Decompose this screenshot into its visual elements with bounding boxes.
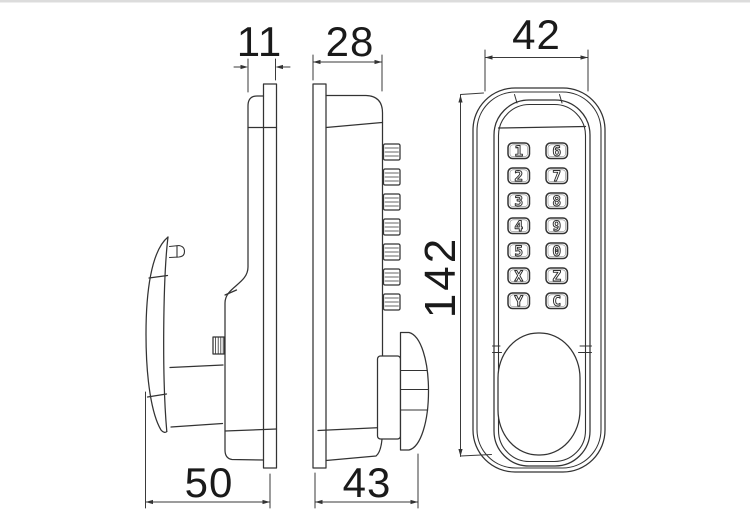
front-bezel-inner bbox=[497, 103, 587, 463]
hub-top-line bbox=[169, 364, 224, 369]
thumbturn-knurl bbox=[212, 336, 226, 355]
dimension-142: 142 bbox=[416, 92, 492, 457]
front-cap-seam-line bbox=[497, 125, 587, 129]
exterior-case-profile bbox=[325, 94, 384, 462]
front-bezel-outer bbox=[493, 99, 591, 467]
exterior-side-view bbox=[312, 83, 430, 469]
exterior-backplate-profile bbox=[312, 83, 327, 469]
handle-rosette-profile bbox=[145, 236, 169, 433]
key-label: 3 bbox=[514, 194, 523, 210]
key-label: C bbox=[552, 294, 561, 310]
key-label: 1 bbox=[514, 144, 523, 160]
side-button-profile bbox=[382, 218, 401, 236]
side-button-profiles bbox=[382, 143, 401, 311]
key-label: 6 bbox=[552, 144, 561, 160]
key-2: 2 bbox=[507, 167, 531, 185]
keypad: 1 6 2 7 bbox=[507, 142, 569, 310]
key-label: 2 bbox=[514, 169, 523, 185]
key-label: 9 bbox=[552, 219, 561, 235]
key-label: X bbox=[514, 269, 523, 285]
key-8: 8 bbox=[545, 192, 569, 210]
dim-50-label: 50 bbox=[185, 459, 234, 506]
key-5: 5 bbox=[507, 242, 531, 260]
key-7: 7 bbox=[545, 167, 569, 185]
hub-bottom-line bbox=[170, 422, 224, 428]
key-label: 8 bbox=[552, 194, 561, 210]
side-button-profile bbox=[382, 293, 401, 311]
spindle-pin bbox=[168, 244, 186, 259]
dim-42-label: 42 bbox=[512, 11, 561, 58]
interior-curve-chamfer-line bbox=[224, 289, 238, 296]
dim-142-label: 142 bbox=[416, 236, 465, 318]
key-1: 1 bbox=[507, 142, 531, 160]
front-case-outer bbox=[472, 87, 606, 473]
dimensions: 11 28 42 bbox=[145, 11, 589, 509]
bezel-notch-marks bbox=[514, 94, 563, 104]
dimension-50: 50 bbox=[145, 391, 271, 509]
key-9: 9 bbox=[545, 217, 569, 235]
key-label: Z bbox=[552, 269, 561, 285]
handle-face-edge bbox=[163, 236, 169, 433]
interior-bottom-seam-line bbox=[224, 428, 278, 432]
front-view: 1 6 2 7 bbox=[472, 87, 606, 473]
key-0: 0 bbox=[545, 242, 569, 260]
key-X: X bbox=[507, 267, 531, 285]
key-C: C bbox=[545, 292, 569, 310]
key-label: 5 bbox=[514, 244, 523, 260]
side-button-profile bbox=[382, 268, 401, 286]
key-3: 3 bbox=[507, 192, 531, 210]
side-button-profile bbox=[382, 143, 401, 161]
key-label: 7 bbox=[552, 169, 561, 185]
interior-case-profile bbox=[224, 95, 265, 461]
dimension-28: 28 bbox=[312, 18, 383, 92]
knob-side-profile bbox=[376, 331, 430, 451]
handle-outer-edge bbox=[145, 236, 169, 433]
front-case-inner bbox=[476, 91, 602, 469]
interior-side-view bbox=[145, 83, 278, 469]
key-4: 4 bbox=[507, 217, 531, 235]
exterior-cap-seam-line bbox=[325, 121, 384, 129]
key-label: 0 bbox=[552, 244, 561, 260]
handle-chamfer-bottom bbox=[146, 393, 168, 398]
key-Z: Z bbox=[545, 267, 569, 285]
handle-chamfer-top bbox=[148, 274, 169, 279]
dim-28-label: 28 bbox=[326, 18, 375, 65]
key-label: 4 bbox=[514, 219, 523, 235]
knob-recess-lines bbox=[492, 345, 592, 353]
dimension-11: 11 bbox=[233, 18, 291, 93]
dim-11-label: 11 bbox=[237, 18, 283, 65]
side-button-profile bbox=[382, 243, 401, 261]
interior-backplate-profile bbox=[262, 83, 278, 469]
dimension-43: 43 bbox=[314, 453, 419, 509]
knob-front bbox=[497, 332, 581, 456]
dim-43-label: 43 bbox=[343, 459, 392, 506]
key-6: 6 bbox=[545, 142, 569, 160]
image-top-border bbox=[0, 0, 750, 3]
dimension-42: 42 bbox=[484, 11, 589, 92]
side-button-profile bbox=[382, 193, 401, 211]
exterior-bottom-seam-line bbox=[317, 426, 383, 432]
key-label: Y bbox=[514, 294, 523, 310]
side-button-profile bbox=[382, 168, 401, 186]
key-Y: Y bbox=[507, 292, 531, 310]
